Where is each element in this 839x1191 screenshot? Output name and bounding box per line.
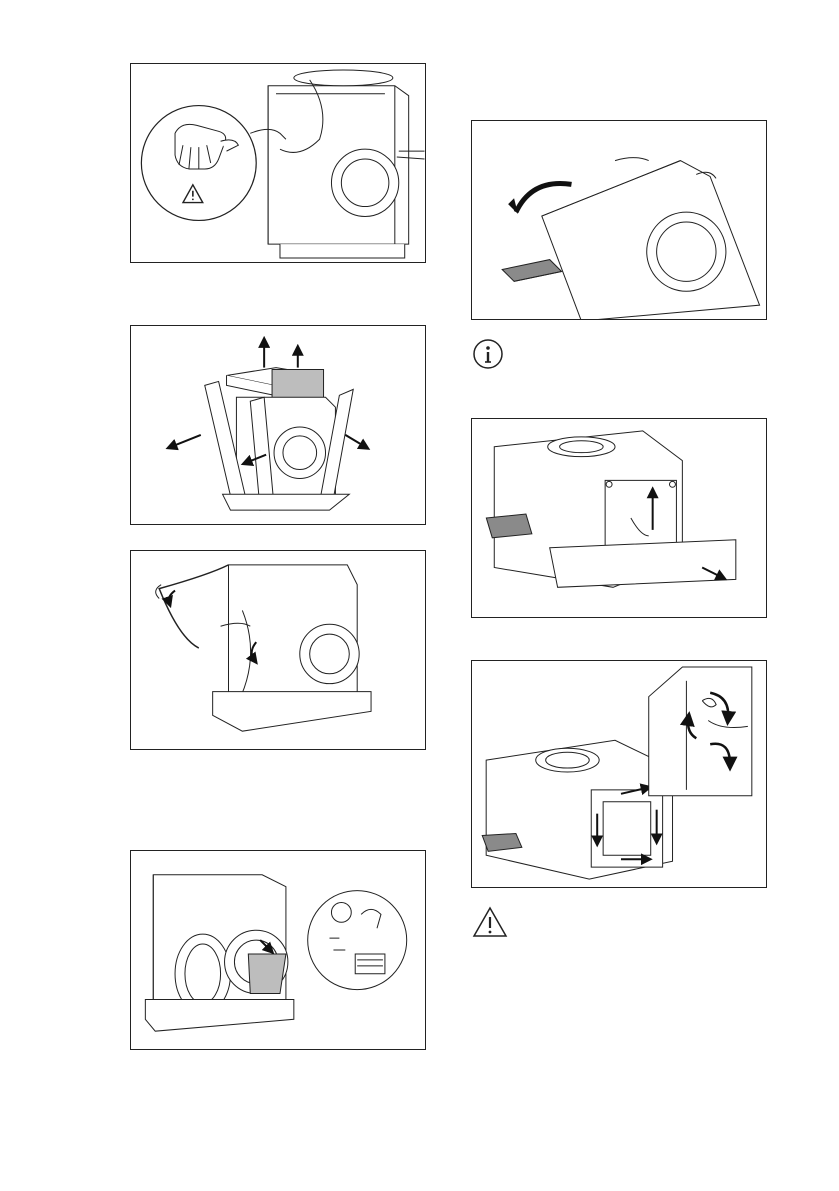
accessories-illustration <box>131 851 425 1049</box>
figure-remove-packaging <box>130 325 426 525</box>
remove-cover-illustration <box>131 551 425 749</box>
figure-remove-base <box>471 418 767 618</box>
figure-accessories <box>130 850 426 1050</box>
remove-polystyrene-illustration <box>472 661 766 887</box>
remove-packaging-illustration <box>131 326 425 524</box>
figure-remove-polystyrene <box>471 660 767 888</box>
figure-remove-cover <box>130 550 426 750</box>
figure-gloves-warning <box>130 63 426 263</box>
gloves-warning-illustration <box>131 64 425 262</box>
warning-icon <box>472 906 508 938</box>
tilt-machine-illustration <box>472 121 766 319</box>
remove-base-illustration <box>472 419 766 617</box>
info-icon <box>472 338 504 370</box>
figure-tilt-machine <box>471 120 767 320</box>
